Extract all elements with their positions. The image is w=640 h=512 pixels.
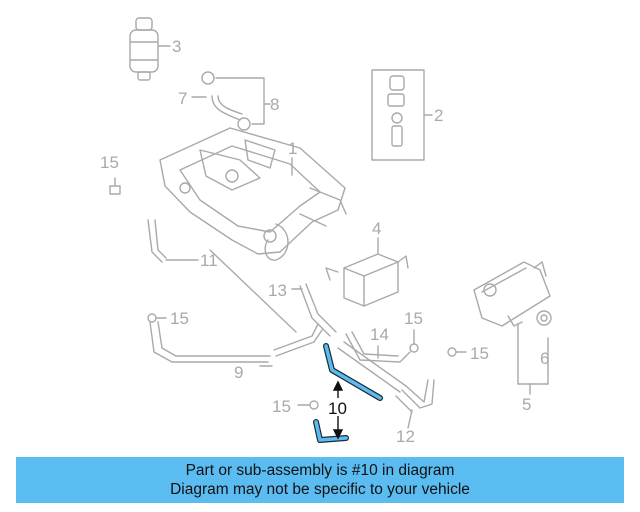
- banner-line-2: Diagram may not be specific to your vehi…: [170, 481, 470, 498]
- callout-15-mid: 15: [170, 309, 189, 328]
- part-2-kit: [371, 69, 433, 161]
- part-15-bolts: [109, 177, 467, 410]
- part-4-module: [325, 237, 409, 307]
- part-7-8-hose: [191, 71, 271, 131]
- callout-15-right: 15: [470, 344, 489, 363]
- callout-15-center: 15: [404, 309, 423, 328]
- part-info-banner: Part or sub-assembly is #10 in diagram D…: [16, 457, 624, 503]
- part-1-subframe: [159, 127, 347, 261]
- callout-3: 3: [172, 37, 181, 56]
- part-5-compressor: [473, 261, 552, 395]
- banner-line-1: Part or sub-assembly is #10 in diagram: [185, 462, 455, 479]
- part-3-filter: [129, 17, 171, 81]
- callout-11: 11: [200, 251, 218, 270]
- part-10-leader: [332, 380, 344, 440]
- part-11-tube: [147, 219, 297, 333]
- tube-assemblies: [149, 283, 435, 429]
- callout-9: 9: [234, 363, 243, 382]
- callout-4: 4: [372, 219, 381, 238]
- callout-8: 8: [270, 95, 279, 114]
- callout-1: 1: [288, 139, 297, 158]
- callout-12: 12: [396, 427, 415, 446]
- callout-7: 7: [178, 89, 187, 108]
- part-10-hose-highlight: [313, 343, 383, 443]
- callout-15-lower: 15: [272, 397, 291, 416]
- callout-13: 13: [268, 281, 287, 300]
- callout-6: 6: [540, 349, 549, 368]
- callout-14: 14: [370, 325, 389, 344]
- callout-2: 2: [434, 106, 443, 125]
- callout-10: 10: [328, 399, 347, 418]
- callout-5: 5: [522, 395, 531, 414]
- callout-15-left: 15: [100, 153, 119, 172]
